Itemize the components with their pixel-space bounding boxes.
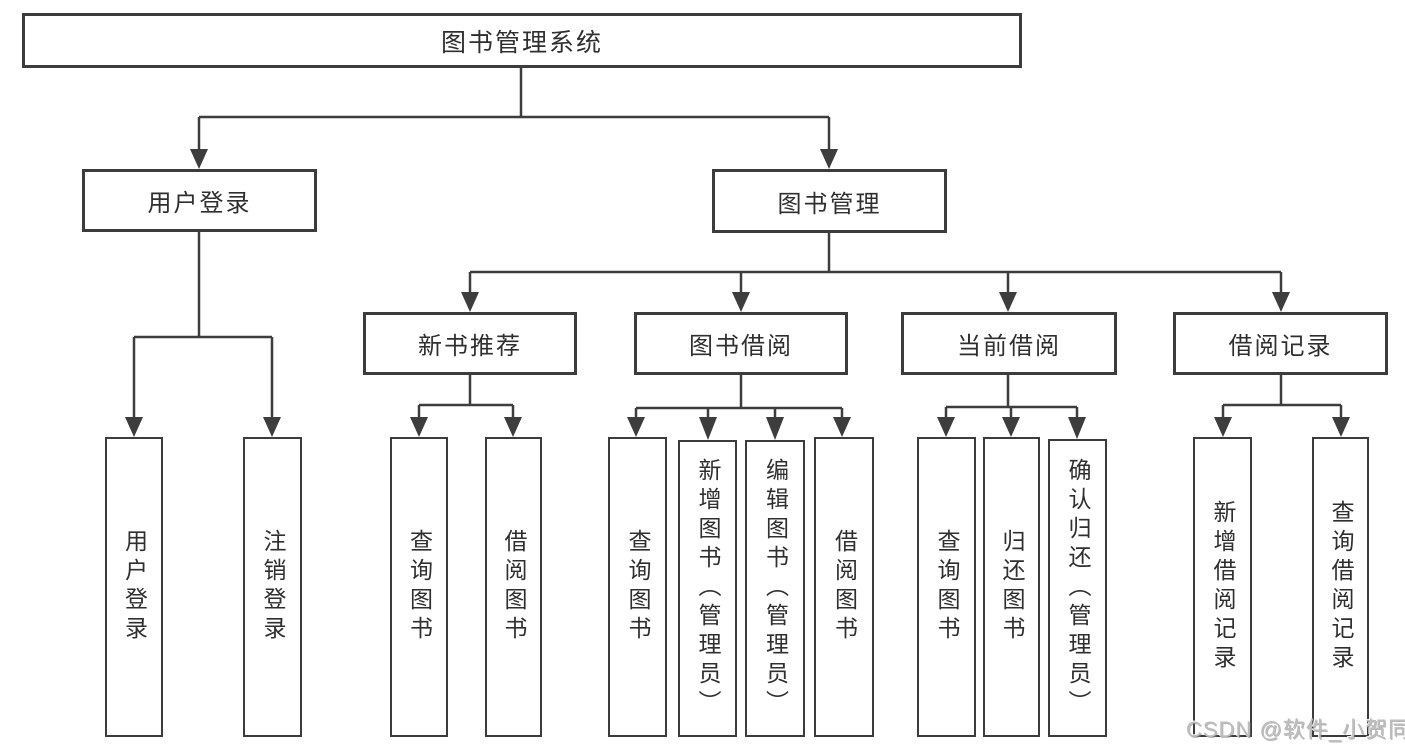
leaf-confirm-return-admin-label: 确认归还（管理员） [1065, 457, 1091, 719]
leaf-add-borrow-record: 新增借阅记录 [1193, 437, 1252, 737]
leaf-query-borrow-record-label: 查询借阅记录 [1328, 500, 1354, 674]
leaf-add-books-admin-label: 新增图书（管理员） [695, 458, 721, 719]
leaf-query-borrow-record: 查询借阅记录 [1312, 437, 1369, 737]
leaf-return-books: 归还图书 [983, 437, 1040, 737]
leaf-query-books-borrow-label: 查询图书 [625, 529, 651, 645]
new-book-recommend-node: 新书推荐 [363, 312, 577, 375]
leaf-query-books-current: 查询图书 [917, 437, 976, 737]
leaf-confirm-return-admin: 确认归还（管理员） [1048, 439, 1107, 737]
leaf-borrow-books-recommend: 借阅图书 [485, 437, 542, 737]
leaf-query-books-recommend: 查询图书 [390, 437, 448, 737]
leaf-query-books-borrow: 查询图书 [608, 437, 667, 737]
borrow-record-node: 借阅记录 [1173, 312, 1388, 375]
current-borrow-node: 当前借阅 [901, 312, 1117, 375]
leaf-edit-books-admin-label: 编辑图书（管理员） [762, 458, 789, 719]
book-management-node: 图书管理 [712, 169, 947, 233]
user-login-node: 用户登录 [82, 169, 317, 232]
leaf-add-books-admin: 新增图书（管理员） [678, 440, 737, 737]
leaf-add-borrow-record-label: 新增借阅记录 [1210, 500, 1236, 674]
leaf-borrow-books-recommend-label: 借阅图书 [501, 529, 527, 645]
leaf-user-login: 用户登录 [105, 437, 163, 737]
root-node-system: 图书管理系统 [22, 13, 1022, 68]
leaf-return-books-label: 归还图书 [999, 529, 1025, 645]
leaf-logout: 注销登录 [243, 437, 302, 737]
leaf-user-login-label: 用户登录 [121, 529, 148, 645]
leaf-query-books-recommend-label: 查询图书 [406, 529, 433, 645]
csdn-watermark: CSDN @软件_小贺同学 [1186, 717, 1405, 742]
leaf-query-books-current-label: 查询图书 [934, 529, 960, 645]
book-borrow-node: 图书借阅 [634, 312, 848, 375]
leaf-edit-books-admin: 编辑图书（管理员） [745, 440, 805, 737]
leaf-logout-label: 注销登录 [260, 529, 286, 645]
leaf-borrow-books-borrow: 借阅图书 [814, 437, 874, 737]
leaf-borrow-books-borrow-label: 借阅图书 [831, 529, 858, 645]
